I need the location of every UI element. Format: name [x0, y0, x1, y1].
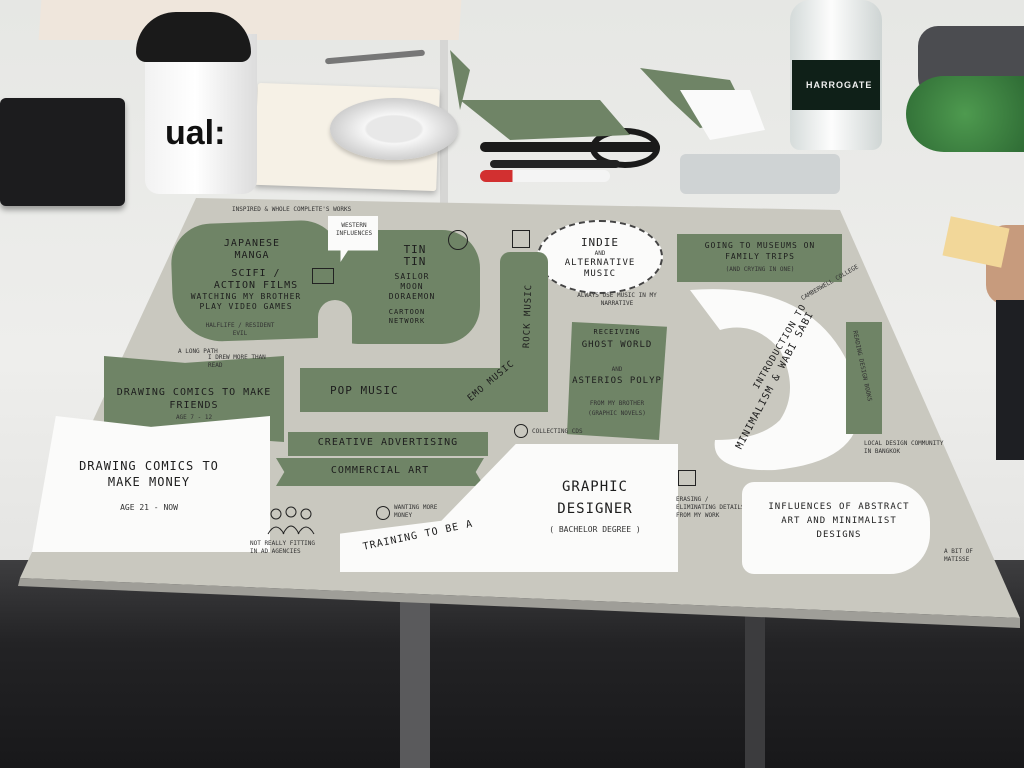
indie-sub: ALTERNATIVE MUSIC — [564, 258, 636, 279]
chair-leg — [400, 600, 430, 768]
wanting-money: WANTING MORE MONEY — [394, 504, 438, 519]
scifi-text: SCIFI / ACTION FILMS — [213, 268, 299, 291]
top-note: INSPIRED & WHOLE COMPLETE'S WORKS — [232, 206, 352, 213]
cd-doodle-icon — [514, 424, 528, 438]
not-fitting: NOT REALLY FITTING IN AD AGENCIES — [250, 540, 316, 555]
green-pouch — [906, 76, 1024, 152]
left-note: A LONG PATH — [178, 348, 218, 355]
money-title: DRAWING COMICS TO MAKE MONEY — [79, 459, 219, 489]
receiving-and: AND — [611, 366, 623, 373]
commercial-art-banner — [276, 458, 484, 486]
friends-age: AGE 7 - 12 — [175, 414, 213, 421]
table-seam — [440, 0, 448, 210]
japanese-manga-text: JAPANESE MANGA — [223, 238, 281, 261]
museums-text: GOING TO MUSEUMS ON FAMILY TRIPS — [704, 241, 816, 261]
coin-doodle-icon — [376, 506, 390, 520]
museums-small: (AND CRYING IN ONE) — [725, 266, 795, 273]
scissors — [480, 142, 660, 152]
friends-title: DRAWING COMICS TO MAKE FRIENDS — [116, 387, 272, 411]
collecting-cds: COLLECTING CDS — [532, 428, 583, 435]
cup-brand-text: ual: — [165, 114, 226, 152]
tv-doodle-icon — [312, 268, 334, 284]
pencil-case — [680, 154, 840, 194]
people-doodle-icon — [267, 506, 315, 535]
indie-title: INDIE — [580, 236, 620, 249]
music-road-horizontal — [300, 368, 548, 412]
creative-ad-banner — [288, 432, 488, 456]
cup-doodle-icon — [512, 230, 530, 248]
receiving-line1: RECEIVING — [593, 328, 641, 336]
museums-banner — [677, 234, 842, 282]
design-community-text: LOCAL DESIGN COMMUNITY IN BANGKOK — [864, 440, 944, 455]
always-music-note: ALWAYS USE MUSIC IN MY NARRATIVE — [577, 292, 657, 307]
receiving-panel — [567, 322, 667, 440]
influences-text: INFLUENCES OF ABSTRACT ART AND MINIMALIS… — [768, 502, 910, 540]
commercial-art-text: COMMERCIAL ART — [330, 465, 430, 476]
brother-text: WATCHING MY BROTHER PLAY VIDEO GAMES — [190, 292, 302, 311]
matisse-note: A BIT OF MATISSE — [944, 548, 973, 563]
person-sleeve — [996, 300, 1024, 460]
receiving-line2: GHOST WORLD — [581, 340, 653, 350]
blob-gap — [318, 300, 352, 344]
pop-music-text: POP MUSIC — [330, 384, 399, 397]
creative-ad-text: CREATIVE ADVERTISING — [317, 437, 459, 448]
face-doodle-icon — [448, 230, 468, 250]
eraser-doodle-icon — [678, 470, 696, 486]
marker-black — [490, 160, 620, 168]
money-age: AGE 21 - NOW — [120, 503, 178, 512]
marker-red — [480, 170, 610, 182]
black-notebook — [0, 98, 125, 206]
coffee-cup-lid — [136, 12, 251, 62]
tape-roll — [330, 98, 458, 160]
influences-card — [742, 482, 930, 574]
indie-bubble — [537, 220, 663, 294]
tintin-text: TIN TIN — [403, 243, 427, 268]
bottle-brand: HARROGATE — [806, 80, 873, 90]
western-tag-text: WESTERN INFLUENCES — [335, 222, 373, 237]
receiving-line3: ASTERIOS POLYP — [572, 376, 662, 386]
erasing-text: ERASING / ELIMINATING DETAILS FROM MY WO… — [676, 496, 745, 519]
degree-text: ( BACHELOR DEGREE ) — [549, 525, 641, 534]
halflife-text: HALFLIFE / RESIDENT EVIL — [205, 322, 275, 337]
bottle-label — [792, 60, 880, 110]
receiving-paren: (GRAPHIC NOVELS) — [588, 410, 646, 417]
cartoon-text: CARTOON NETWORK — [388, 308, 426, 325]
receiving-from: FROM MY BROTHER — [589, 400, 645, 407]
indie-and: AND — [594, 250, 606, 257]
graphic-designer-title: GRAPHIC DESIGNER — [557, 479, 633, 517]
chair-leg-right — [745, 600, 765, 768]
design-books-strip — [846, 322, 882, 434]
paper-scraps — [450, 50, 765, 140]
sailor-moon-text: SAILOR MOON — [394, 272, 430, 291]
drew-more-note: I DREW MORE THAN READ — [208, 354, 266, 369]
money-card — [32, 416, 270, 552]
doraemon-text: DORAEMON — [388, 292, 436, 301]
